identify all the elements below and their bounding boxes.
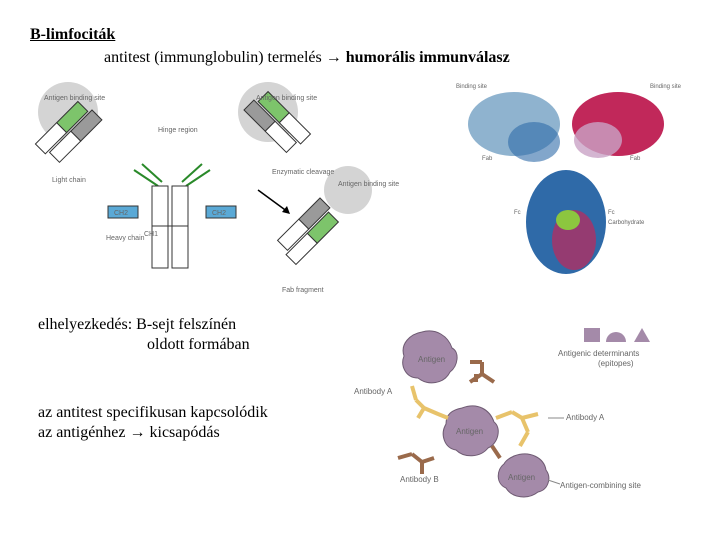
model-fc-right-label: Fc [608,210,615,216]
model-carbohydrate [556,210,580,230]
cleavage-arrowhead [282,206,290,214]
light-chain-label: Light chain [52,177,86,184]
antigen-binding-site-right-label: Antigen binding site [256,95,317,102]
epitopes-label: (epitopes) [598,359,634,368]
model-arm-left-dark [508,122,560,162]
hinge-region-label: Hinge region [158,127,198,134]
antibody-b-label: Antibody B [400,475,439,484]
antibody-structure-diagram: CH2 CH2 CH1 Antigen binding site Antigen… [30,78,350,300]
location-line-2: oldott formában [147,335,250,355]
epitope-square-icon [584,328,600,342]
antibody-b-2 [398,454,434,474]
antibody-b-3 [492,446,500,458]
cleavage-arrow-line [258,190,288,212]
hinge-lines [134,164,210,186]
epitope-triangle-icon [634,328,650,342]
antigen-binding-site-fab-label: Antigen binding site [338,181,399,188]
ch2-box-right-label: CH2 [212,210,226,217]
binding-line-1: az antitest specifikusan kapcsolódik [38,403,268,423]
antigen-label-1: Antigen [418,355,445,364]
domain-ch1-label: CH1 [144,231,158,238]
fab-fragment [275,198,341,264]
fc-stem-left [152,186,168,268]
antibody-a-2 [496,412,538,446]
model-fab-left-label: Fab [482,156,493,162]
fab-fragment-label: Fab fragment [282,287,324,294]
model-carbohydrate-label: Carbohydrate [608,220,645,226]
antigenic-determinants-label: Antigenic determinants [558,349,639,358]
antibody-a-1 [412,386,448,418]
model-arm-right-light [574,122,622,158]
page-subtitle: antitest (immunglobulin) termelés → humo… [104,49,510,67]
epitope-semicircle-icon [606,332,626,342]
antigen-antibody-binding-diagram: Antigen Antigen Antigen Antigenic determ… [352,322,682,500]
model-fc-left-label: Fc [514,210,521,216]
subtitle-emphasis: humorális immunválasz [346,49,510,66]
model-fab-right-label: Fab [630,156,641,162]
antibody-a-left-label: Antibody A [354,387,393,396]
model-binding-site-right-label: Binding site [650,84,682,90]
antigen-binding-site-left-label: Antigen binding site [44,95,105,102]
fc-stem-right [172,186,188,268]
antibody-molecular-model: Binding site Binding site Fab Fab Fc Fc … [452,80,684,286]
antibody-a-right-label: Antibody A [566,413,605,422]
subtitle-prefix: antitest (immunglobulin) termelés → [104,49,346,66]
antigen-label-2: Antigen [456,427,483,436]
ch2-box-left-label: CH2 [114,210,128,217]
page-title: B-limfociták [30,26,115,44]
combining-site-leader [548,480,560,484]
antigen-combining-site-label: Antigen-combining site [560,481,641,490]
model-binding-site-left-label: Binding site [456,84,488,90]
antigen-label-3: Antigen [508,473,535,482]
binding-line-2: az antigénhez → kicsapódás [38,423,220,443]
location-line-1: elhelyezkedés: B-sejt felszínén [38,315,236,335]
heavy-chain-label: Heavy chain [106,235,145,242]
enzymatic-cleavage-label: Enzymatic cleavage [272,169,334,176]
antibody-b-1 [470,362,494,382]
